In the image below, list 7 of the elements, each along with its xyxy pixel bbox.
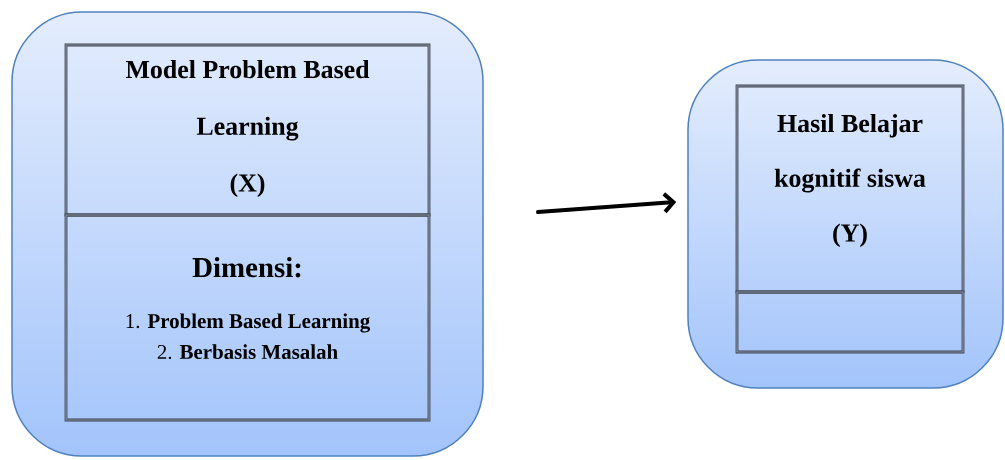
- text-box: Model Problem Based Learning (X): [64, 43, 431, 217]
- text-box: Dimensi: 1. Problem Based Learning 2. Berbasis Masalah: [64, 213, 431, 422]
- empty-box: [735, 290, 965, 354]
- rounded-panel: [687, 59, 1004, 389]
- text-box: Hasil Belajar kognitif siswa (Y): [735, 84, 965, 294]
- rounded-panel: [11, 11, 484, 457]
- arrow: [536, 192, 677, 214]
